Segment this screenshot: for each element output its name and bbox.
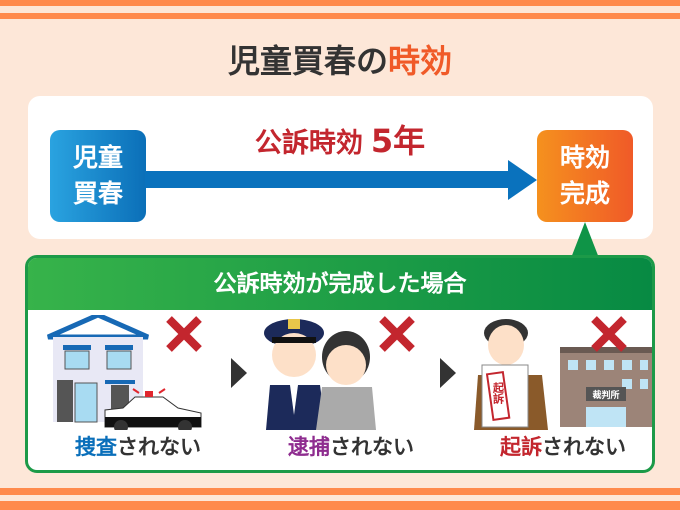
page-title: 児童買春の時効 xyxy=(0,36,680,82)
label-keyword: 逮捕 xyxy=(288,435,330,459)
top-stripe-2 xyxy=(0,13,680,19)
start-line2: 買春 xyxy=(72,179,123,208)
panel-heading: 公訴時効が完成した場合 xyxy=(28,258,652,310)
item-arrest: 逮捕されない xyxy=(256,315,446,465)
pointer-triangle-icon xyxy=(571,222,599,258)
chevron-right-icon xyxy=(440,358,456,388)
label-keyword: 起訴 xyxy=(500,435,542,459)
chevron-right-icon xyxy=(231,358,247,388)
end-line1: 時効 xyxy=(559,143,610,172)
label-keyword: 捜査 xyxy=(75,435,117,459)
top-stripe xyxy=(0,0,680,6)
item-prosecution: 裁判所 起訴 起訴されない xyxy=(468,315,652,465)
label-suffix: されない xyxy=(117,435,201,459)
item-label: 捜査されない xyxy=(43,431,233,461)
house-police-car-icon xyxy=(46,315,202,430)
court-sign: 裁判所 xyxy=(592,389,619,401)
start-box: 児童買春 xyxy=(50,130,146,222)
period-value: 5年 xyxy=(370,122,426,160)
police-arrest-icon xyxy=(264,319,376,430)
timeline-arrow-icon xyxy=(145,160,537,200)
period-text: 公訴時効 xyxy=(254,128,363,159)
bottom-stripe-2 xyxy=(0,501,680,510)
item-label: 逮捕されない xyxy=(256,431,446,461)
start-line1: 児童 xyxy=(72,143,123,172)
title-highlight: 時効 xyxy=(388,42,453,80)
end-line2: 完成 xyxy=(559,179,610,208)
indictment-court-icon: 裁判所 起訴 xyxy=(474,319,652,430)
end-box: 時効完成 xyxy=(537,130,633,222)
bottom-stripe xyxy=(0,488,680,495)
item-investigation: 捜査されない xyxy=(43,315,233,465)
document-stamp: 起訴 xyxy=(492,381,506,405)
title-main: 児童買春の xyxy=(227,42,388,80)
cross-mark-icon xyxy=(379,316,415,352)
consequence-panel: 公訴時効が完成した場合 捜査されない 逮捕されない xyxy=(25,255,655,473)
label-suffix: されない xyxy=(542,435,626,459)
cross-mark-icon xyxy=(591,316,627,352)
item-label: 起訴されない xyxy=(468,431,652,461)
cross-mark-icon xyxy=(166,316,202,352)
label-suffix: されない xyxy=(330,435,414,459)
